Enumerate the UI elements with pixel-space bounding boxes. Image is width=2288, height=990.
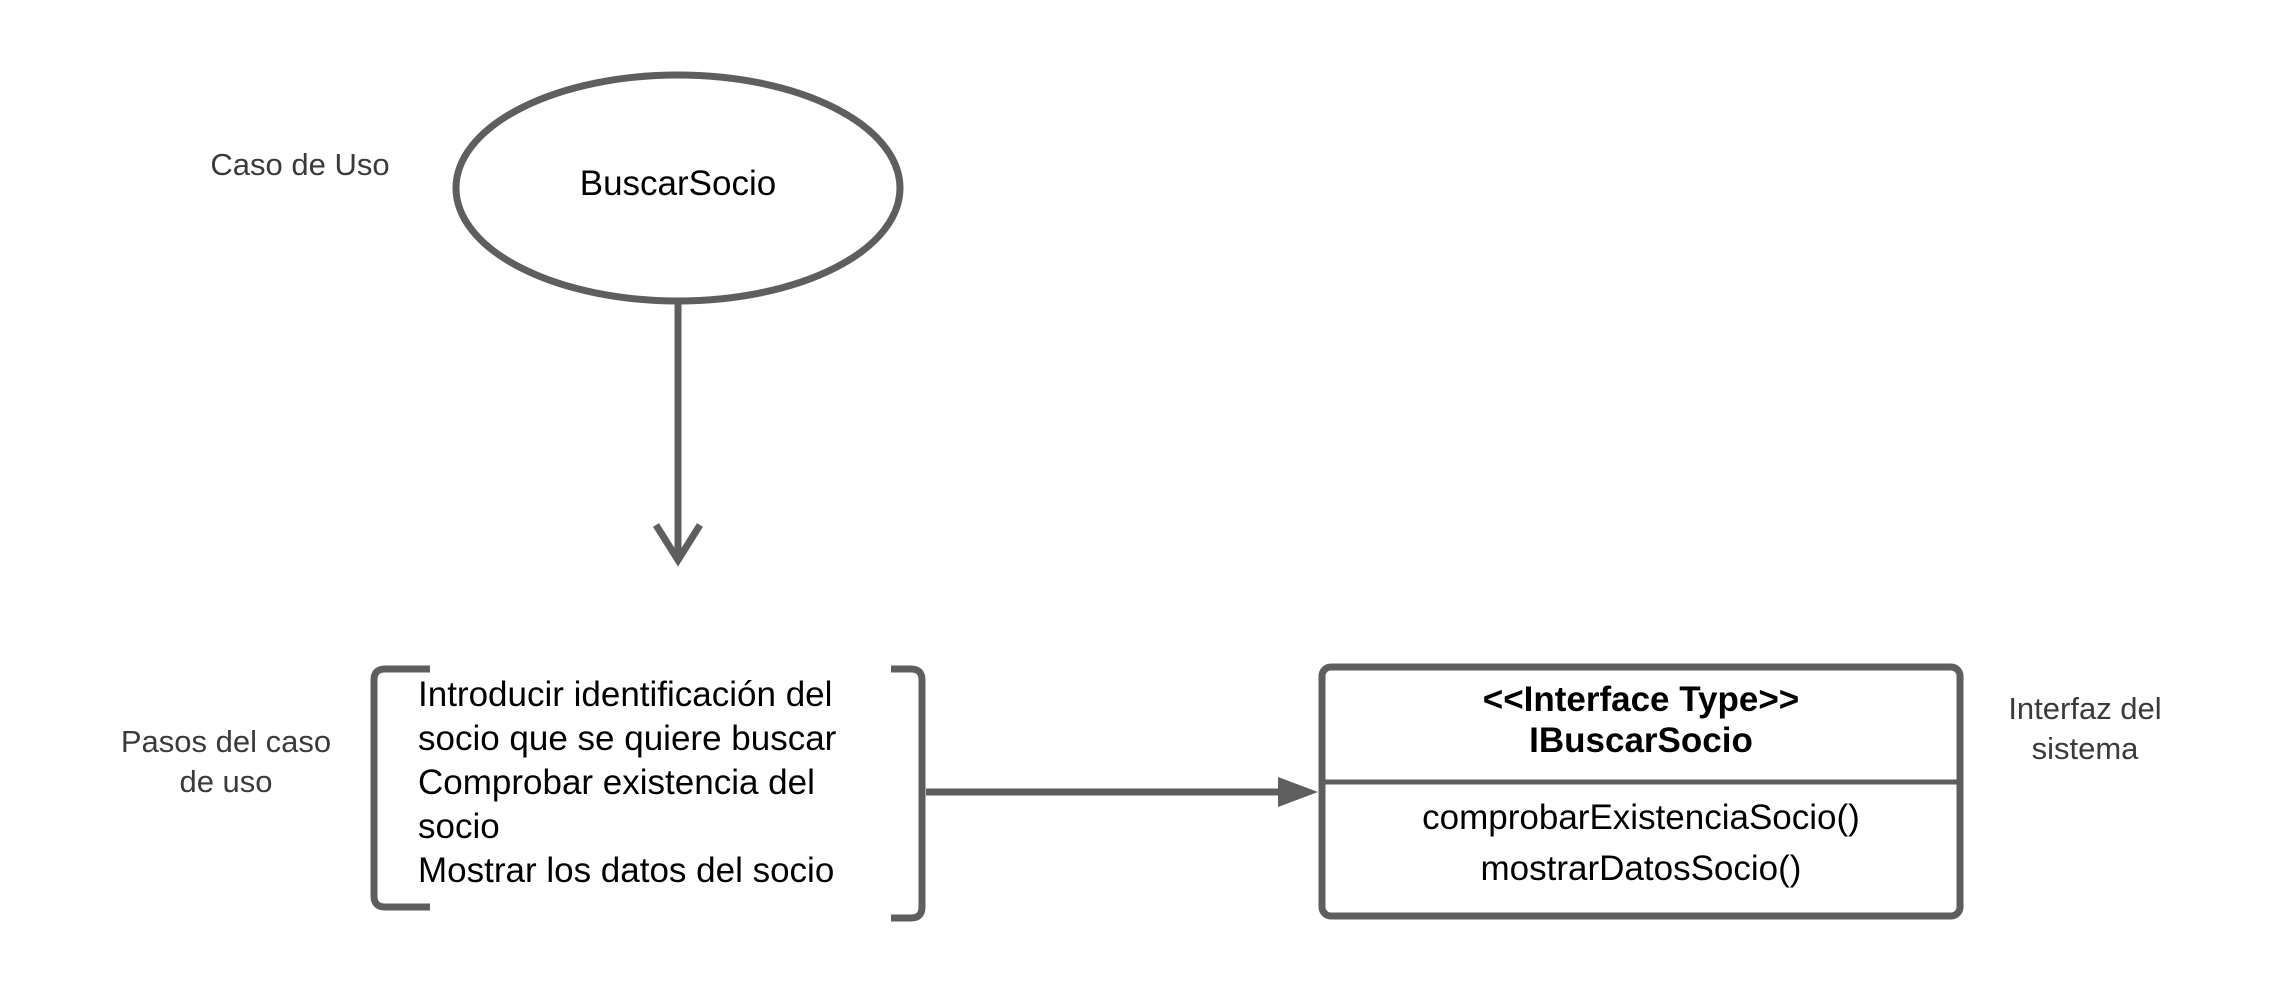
- steps-side-label-line-1: Pasos del caso: [121, 724, 331, 759]
- interface-side-label-line-1: Interfaz del: [2008, 691, 2161, 726]
- interface-box[interactable]: <<Interface Type>> IBuscarSocio comproba…: [1318, 663, 1964, 920]
- use-case-name: BuscarSocio: [580, 164, 776, 203]
- steps-right-bracket: [891, 665, 926, 922]
- interface-box-outline: [1318, 663, 1964, 920]
- steps-text: Introducir identificación del socio que …: [418, 675, 837, 890]
- step-line: socio: [418, 807, 500, 846]
- step-line: Mostrar los datos del socio: [418, 851, 834, 890]
- step-line: Comprobar existencia del: [418, 763, 815, 802]
- interface-method: mostrarDatosSocio(): [1481, 849, 1802, 888]
- step-line: Introducir identificación del: [418, 675, 832, 714]
- interface-stereotype: <<Interface Type>>: [1483, 680, 1799, 719]
- steps-left-bracket: [370, 665, 430, 911]
- use-case-to-steps-arrow: [653, 301, 703, 567]
- step-line: socio que se quiere buscar: [418, 719, 837, 758]
- steps-to-interface-arrow: [926, 777, 1318, 807]
- interface-side-label-line-2: sistema: [2032, 731, 2140, 766]
- use-case-side-label: Caso de Uso: [210, 147, 389, 182]
- interface-name: IBuscarSocio: [1529, 721, 1753, 760]
- interface-method: comprobarExistenciaSocio(): [1422, 798, 1860, 837]
- steps-side-label-line-2: de uso: [179, 764, 272, 799]
